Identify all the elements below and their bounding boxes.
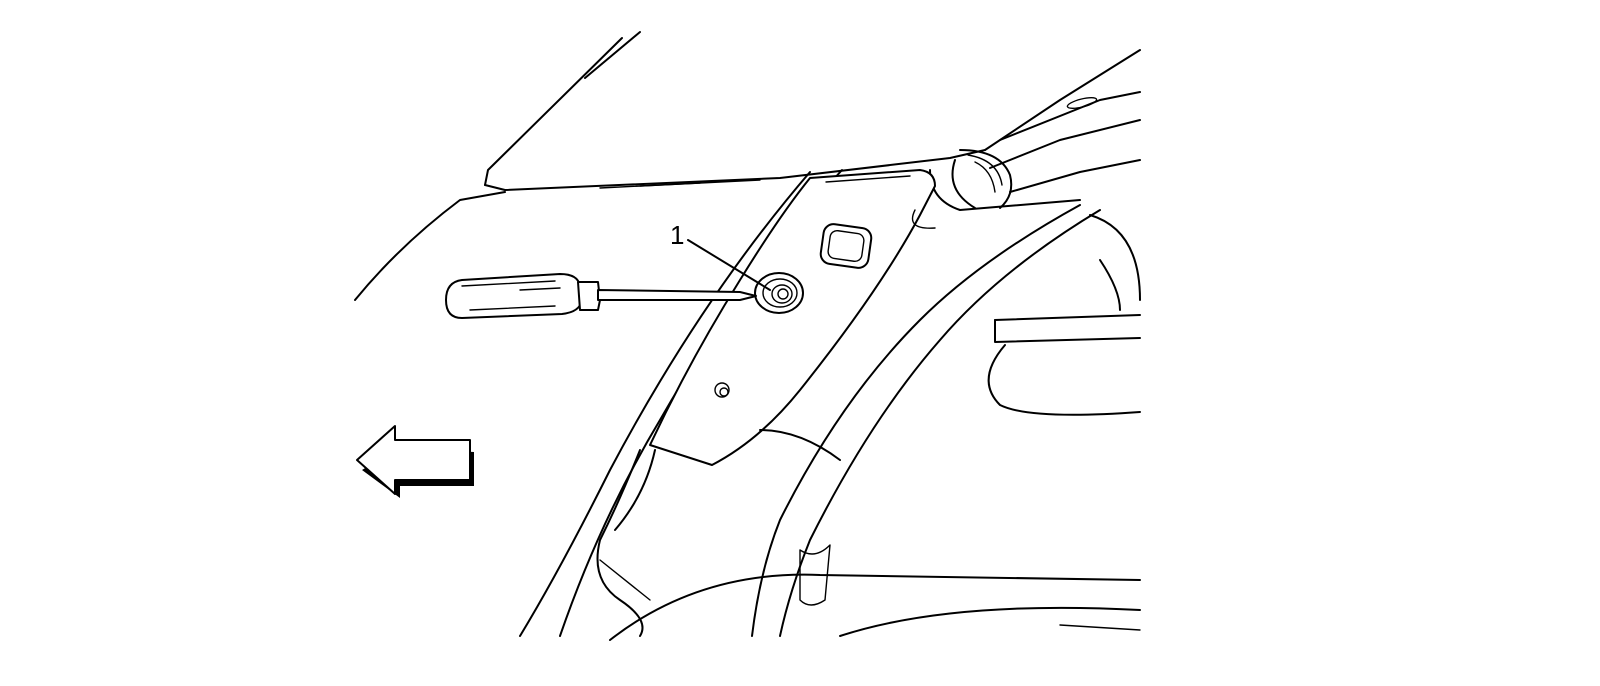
screwdriver-icon <box>445 273 757 319</box>
fastener <box>754 272 804 314</box>
square-hole <box>819 223 873 269</box>
callout-1: 1 <box>670 220 771 291</box>
direction-arrow-left-icon <box>356 425 474 498</box>
wheel-arch <box>596 204 1141 641</box>
callout-label-1: 1 <box>670 220 684 250</box>
interior-components <box>959 149 1141 416</box>
upper-body-panel <box>484 31 1141 193</box>
fender-line <box>354 191 506 301</box>
trim-panel <box>649 169 936 466</box>
small-hole <box>714 382 730 398</box>
